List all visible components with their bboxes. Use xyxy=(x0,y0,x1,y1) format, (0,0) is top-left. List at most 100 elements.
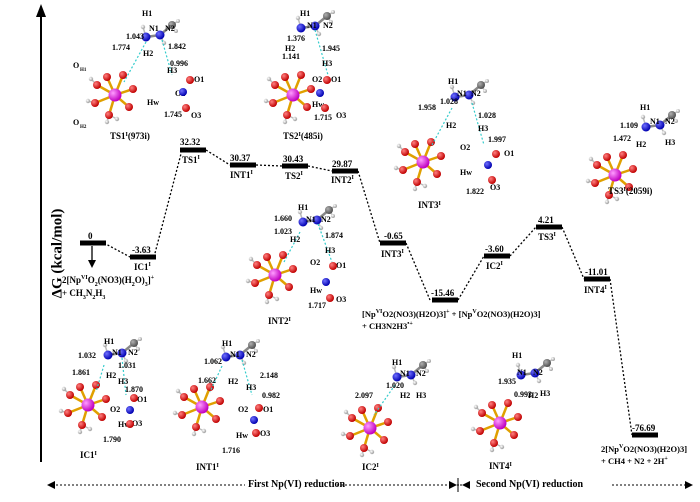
svg-text:0.992: 0.992 xyxy=(514,390,532,399)
svg-text:H2: H2 xyxy=(143,49,153,58)
name-IC1: IC1I xyxy=(134,262,151,272)
name-INT1: INT1I xyxy=(230,170,253,180)
name-IC2: IC2I xyxy=(486,261,503,271)
svg-text:N1: N1 xyxy=(400,369,410,378)
svg-text:1.958: 1.958 xyxy=(418,103,436,112)
structure-TS1 xyxy=(84,69,139,126)
svg-text:1.874: 1.874 xyxy=(325,231,343,240)
svg-text:H2: H2 xyxy=(80,125,87,130)
svg-text:O2: O2 xyxy=(238,405,248,414)
svg-text:1.790: 1.790 xyxy=(103,435,121,444)
svg-text:1.109: 1.109 xyxy=(620,121,638,130)
svg-text:H3: H3 xyxy=(322,59,332,68)
svg-text:H1: H1 xyxy=(640,103,650,112)
svg-text:N2: N2 xyxy=(323,21,333,30)
svg-text:2.097: 2.097 xyxy=(355,391,373,400)
svg-text:N1: N1 xyxy=(517,368,527,377)
svg-text:H3: H3 xyxy=(665,138,675,147)
value-INT1: 30.37 xyxy=(230,153,251,163)
section-first: First Np(VI) reduction xyxy=(248,479,346,490)
svg-text:H2: H2 xyxy=(636,140,646,149)
svg-text:H1: H1 xyxy=(104,337,114,346)
svg-text:INT3I: INT3I xyxy=(418,200,442,210)
svg-text:H3: H3 xyxy=(325,246,335,255)
product-formula: 2[NpVO2(NO3)(H2O)3] xyxy=(601,443,688,454)
svg-text:H2: H2 xyxy=(106,371,116,380)
svg-text:1.842: 1.842 xyxy=(168,42,186,51)
svg-text:O3: O3 xyxy=(336,111,346,120)
structure-INT1 xyxy=(171,381,226,438)
svg-text:H1: H1 xyxy=(298,203,308,212)
svg-text:1.870: 1.870 xyxy=(125,385,143,394)
svg-text:Hw: Hw xyxy=(460,168,472,177)
reactant-formula: 2[NpVIO2(NO3)(H2O)3]+ xyxy=(62,275,155,288)
svg-text:TS3I(2059i): TS3I(2059i) xyxy=(608,186,652,196)
svg-text:H1: H1 xyxy=(222,339,232,348)
svg-text:O3: O3 xyxy=(132,419,142,428)
svg-text:H3: H3 xyxy=(118,377,128,386)
svg-text:1.023: 1.023 xyxy=(274,227,292,236)
svg-text:1.472: 1.472 xyxy=(613,134,631,143)
svg-text:O2: O2 xyxy=(110,405,120,414)
svg-text:1.043: 1.043 xyxy=(126,32,144,41)
svg-text:Hw: Hw xyxy=(310,286,322,295)
svg-text:N1: N1 xyxy=(306,215,316,224)
svg-text:1.716: 1.716 xyxy=(222,446,240,455)
svg-text:N1: N1 xyxy=(149,24,159,33)
name-TS3: TS3I xyxy=(538,232,556,242)
svg-text:H2: H2 xyxy=(446,121,456,130)
svg-text:1.717: 1.717 xyxy=(308,301,326,310)
structure-TS3 xyxy=(584,149,639,206)
svg-text:H1: H1 xyxy=(300,9,310,18)
svg-text:1.141: 1.141 xyxy=(282,52,300,61)
svg-text:1.935: 1.935 xyxy=(498,377,516,386)
svg-text:N1: N1 xyxy=(112,348,122,357)
svg-text:1.662: 1.662 xyxy=(198,376,216,385)
svg-text:O2: O2 xyxy=(310,258,320,267)
svg-text:N1: N1 xyxy=(457,89,467,98)
svg-text:1.774: 1.774 xyxy=(112,43,130,52)
name-INT4: INT4I xyxy=(584,285,607,295)
product-formula-2: + CH4 + N2 + 2H+ xyxy=(601,455,668,466)
svg-text:1.745: 1.745 xyxy=(164,110,182,119)
svg-text:TS2I(485i): TS2I(485i) xyxy=(283,131,323,141)
svg-text:O3: O3 xyxy=(260,429,270,438)
svg-text:O3: O3 xyxy=(490,183,500,192)
svg-text:O1: O1 xyxy=(504,149,514,158)
svg-text:1.376: 1.376 xyxy=(287,34,305,43)
value-IC1: -3.63 xyxy=(132,245,151,255)
svg-text:H3: H3 xyxy=(167,66,177,75)
svg-text:H2: H2 xyxy=(285,44,295,53)
svg-text:H1: H1 xyxy=(142,9,152,18)
svg-text:H1: H1 xyxy=(448,77,458,86)
svg-text:O3: O3 xyxy=(191,111,201,120)
svg-text:N1: N1 xyxy=(307,21,317,30)
svg-text:INT1I: INT1I xyxy=(196,462,220,472)
name-INT3: INT3I xyxy=(381,249,404,259)
svg-text:O1: O1 xyxy=(137,395,147,404)
structure-INT2 xyxy=(244,249,299,306)
svg-text:1.945: 1.945 xyxy=(322,44,340,53)
value-TS1: 32.32 xyxy=(180,137,201,147)
svg-text:1.032: 1.032 xyxy=(78,351,96,360)
value-TS3: 4.21 xyxy=(538,215,554,225)
value-TS2: 30.43 xyxy=(283,154,304,164)
svg-text:N2: N2 xyxy=(165,24,175,33)
svg-text:1.028: 1.028 xyxy=(440,97,458,106)
svg-text:H2: H2 xyxy=(528,391,538,400)
svg-text:H3: H3 xyxy=(478,124,488,133)
svg-text:H1: H1 xyxy=(80,68,87,73)
svg-text:O1: O1 xyxy=(194,75,204,84)
svg-text:1.020: 1.020 xyxy=(386,381,404,390)
svg-text:1.997: 1.997 xyxy=(488,135,506,144)
name-TS1: TS1I xyxy=(182,155,200,165)
structure-INT4 xyxy=(469,397,524,454)
value-INT3: -0.65 xyxy=(384,231,403,241)
svg-text:O1: O1 xyxy=(331,75,341,84)
svg-text:H2: H2 xyxy=(400,391,410,400)
value-IC2: -3.60 xyxy=(485,244,504,254)
svg-text:O1: O1 xyxy=(263,405,273,414)
